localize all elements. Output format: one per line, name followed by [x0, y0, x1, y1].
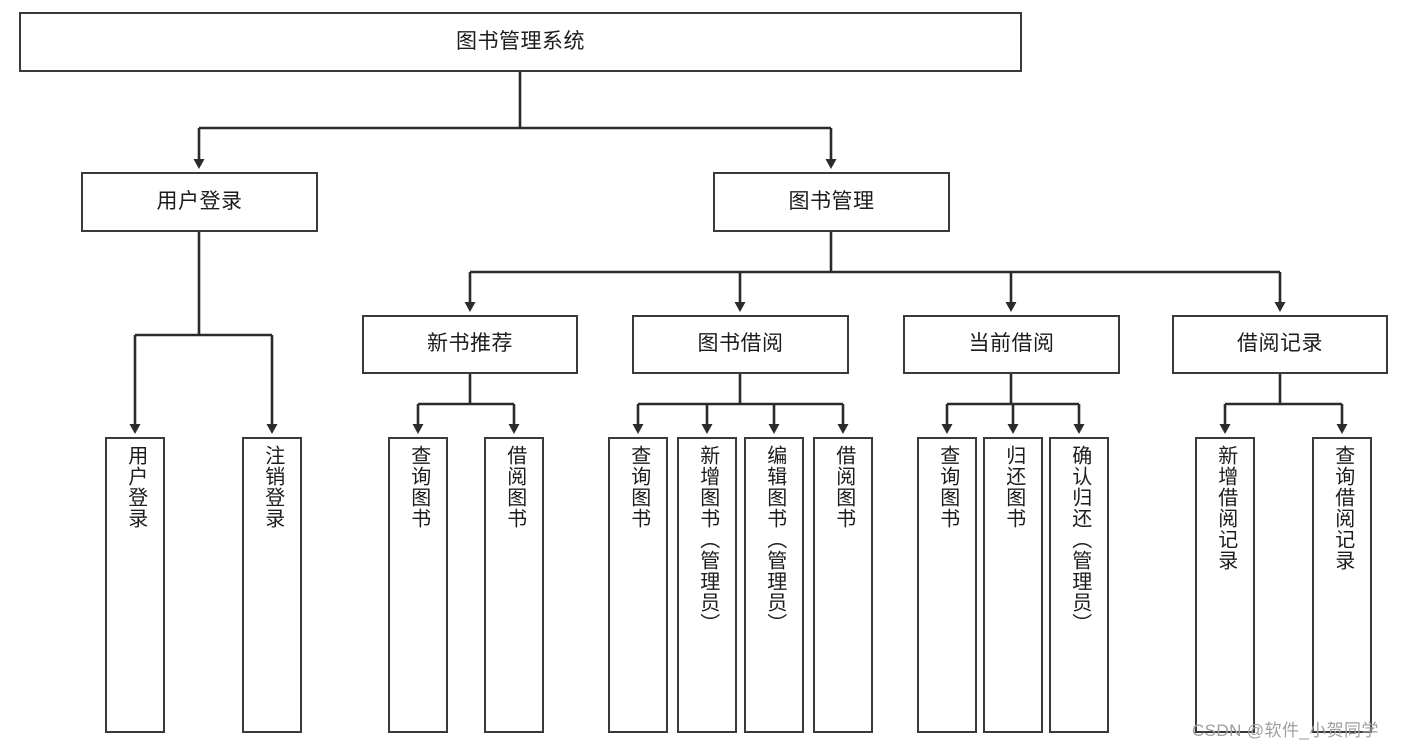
leaf-query-borrow-record[interactable]: 查询借阅记录 [1312, 437, 1372, 733]
node-label: 图书管理系统 [456, 29, 585, 53]
node-label: 借阅图书 [503, 445, 526, 529]
node-label: 当前借阅 [968, 332, 1055, 356]
node-label: 图书管理 [788, 189, 875, 213]
node-label: 新书推荐 [427, 332, 513, 356]
leaf-borrow-book-recommend[interactable]: 借阅图书 [484, 437, 544, 733]
node-label: 新增借阅记录 [1214, 445, 1237, 571]
node-book-borrow[interactable]: 图书借阅 [632, 315, 849, 374]
leaf-query-book-recommend[interactable]: 查询图书 [388, 437, 448, 733]
leaf-edit-book-admin[interactable]: 编辑图书（管理员） [744, 437, 804, 733]
node-label: 新增图书（管理员） [696, 445, 719, 634]
node-root-system[interactable]: 图书管理系统 [19, 12, 1022, 72]
node-label: 编辑图书（管理员） [763, 445, 786, 634]
node-label: 借阅图书 [832, 445, 855, 529]
node-new-book-recommend[interactable]: 新书推荐 [362, 315, 578, 374]
node-label: 注销登录 [261, 445, 284, 529]
node-label: 图书借阅 [697, 332, 784, 356]
node-label: 查询借阅记录 [1331, 445, 1354, 571]
node-label: 查询图书 [936, 445, 959, 529]
node-borrow-record[interactable]: 借阅记录 [1172, 315, 1388, 374]
node-label: 借阅记录 [1237, 332, 1323, 356]
node-book-management[interactable]: 图书管理 [713, 172, 950, 232]
leaf-confirm-return-admin[interactable]: 确认归还（管理员） [1049, 437, 1109, 733]
node-current-borrow[interactable]: 当前借阅 [903, 315, 1120, 374]
node-label: 查询图书 [627, 445, 650, 529]
node-user-login[interactable]: 用户登录 [81, 172, 318, 232]
node-label: 归还图书 [1002, 445, 1025, 529]
node-label: 用户登录 [124, 445, 147, 529]
leaf-borrow-book[interactable]: 借阅图书 [813, 437, 873, 733]
csdn-watermark: CSDN @软件_小贺同学 [1192, 721, 1379, 740]
node-label: 查询图书 [407, 445, 430, 529]
node-label: 用户登录 [156, 189, 243, 213]
leaf-user-login[interactable]: 用户登录 [105, 437, 165, 733]
leaf-logout[interactable]: 注销登录 [242, 437, 302, 733]
leaf-add-borrow-record[interactable]: 新增借阅记录 [1195, 437, 1255, 733]
leaf-query-book-current[interactable]: 查询图书 [917, 437, 977, 733]
leaf-return-book[interactable]: 归还图书 [983, 437, 1043, 733]
node-label: 确认归还（管理员） [1068, 445, 1091, 634]
leaf-query-book-borrow[interactable]: 查询图书 [608, 437, 668, 733]
leaf-add-book-admin[interactable]: 新增图书（管理员） [677, 437, 737, 733]
